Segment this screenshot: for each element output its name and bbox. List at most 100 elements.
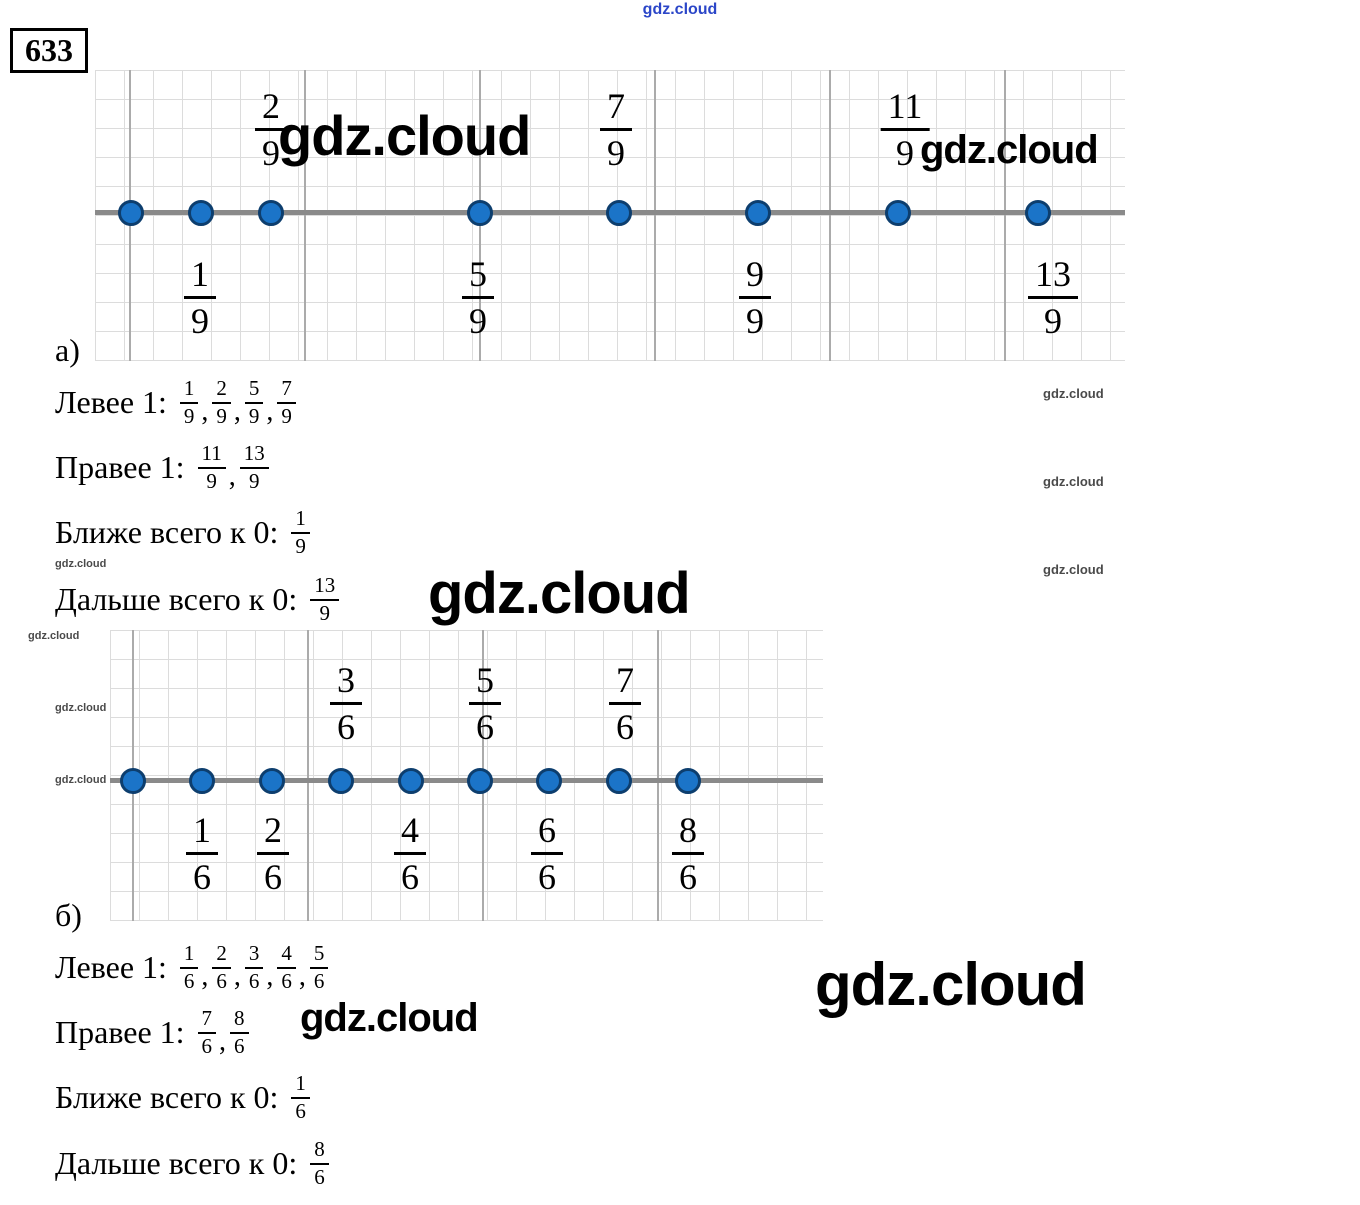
answer-prefix: Левее 1: — [55, 383, 167, 420]
fraction-numerator: 5 — [462, 254, 494, 300]
fraction-denominator: 6 — [313, 968, 325, 993]
watermark: gdz.cloud — [278, 104, 531, 167]
fraction-denominator: 6 — [616, 707, 634, 748]
answer-prefix: Дальше всего к 0: — [55, 580, 298, 617]
watermark-small: gdz.cloud — [55, 558, 107, 570]
comma: , — [233, 961, 241, 992]
point-dot — [467, 768, 493, 794]
site-watermark-top: gdz.cloud — [642, 1, 718, 18]
watermark-small: gdz.cloud — [28, 630, 80, 642]
fraction-numerator: 2 — [212, 376, 231, 404]
point-dot — [398, 768, 424, 794]
fraction-numerator: 1 — [179, 941, 199, 969]
fraction-denominator: 6 — [295, 1098, 306, 1123]
fraction-denominator: 6 — [193, 857, 211, 898]
point-dot — [467, 200, 493, 226]
fraction-denominator: 6 — [314, 1164, 325, 1189]
comma: , — [219, 1026, 227, 1057]
fraction-numerator: 2 — [257, 810, 289, 856]
fraction-numerator: 4 — [277, 941, 296, 969]
fraction-denominator: 9 — [319, 600, 330, 625]
fraction-numerator: 1 — [291, 1071, 310, 1099]
watermark: gdz.cloud — [920, 128, 1099, 172]
answer-prefix: Дальше всего к 0: — [55, 1144, 298, 1181]
fraction-denominator: 6 — [476, 707, 494, 748]
point-dot — [1025, 200, 1051, 226]
fraction-numerator: 4 — [394, 810, 426, 856]
section-b-label: б) — [55, 897, 82, 933]
point-dot — [675, 768, 701, 794]
fraction-denominator: 6 — [679, 857, 697, 898]
comma: , — [266, 396, 274, 427]
fraction-denominator: 9 — [183, 403, 195, 428]
point-dot — [606, 768, 632, 794]
fraction-denominator: 6 — [401, 857, 419, 898]
section-a-label: а) — [55, 332, 80, 368]
fraction-numerator: 11 — [880, 86, 930, 132]
point-dot — [118, 200, 144, 226]
answer-prefix: Ближе всего к 0: — [55, 513, 279, 550]
fraction-numerator: 6 — [531, 810, 563, 856]
fraction-denominator: 6 — [538, 857, 556, 898]
answer-prefix: Левее 1: — [55, 948, 167, 985]
answer-prefix: Правее 1: — [55, 1013, 185, 1050]
fraction-numerator: 8 — [672, 810, 704, 856]
comma: , — [233, 396, 241, 427]
grid-major-line — [307, 630, 309, 921]
fraction-denominator: 9 — [469, 301, 487, 342]
answer-prefix: Ближе всего к 0: — [55, 1078, 279, 1115]
fraction-denominator: 9 — [206, 468, 217, 493]
fraction-denominator: 6 — [216, 968, 227, 993]
fraction-denominator: 6 — [201, 1033, 213, 1058]
fraction-numerator: 3 — [244, 941, 264, 969]
grid-major-line — [1004, 70, 1006, 361]
fraction-numerator: 13 — [239, 441, 269, 469]
grid-major-line — [829, 70, 831, 361]
fraction-numerator: 8 — [230, 1006, 249, 1034]
fraction-denominator: 9 — [746, 301, 764, 342]
fraction-numerator: 1 — [179, 376, 199, 404]
fraction-numerator: 7 — [600, 86, 632, 132]
fraction-denominator: 9 — [249, 468, 260, 493]
fraction-denominator: 9 — [281, 403, 292, 428]
fraction-numerator: 13 — [1028, 254, 1078, 300]
point-dot — [745, 200, 771, 226]
answer-prefix: Правее 1: — [55, 448, 185, 485]
fraction-numerator: 7 — [277, 376, 296, 404]
